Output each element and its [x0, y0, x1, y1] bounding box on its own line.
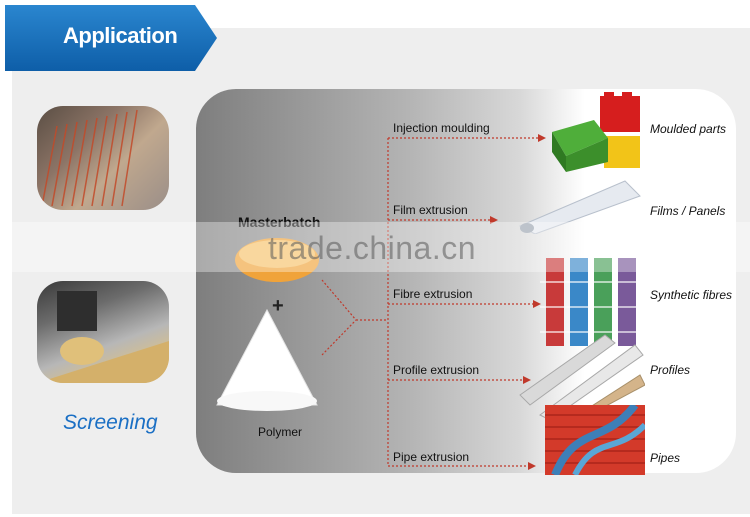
film-rolls-icon — [518, 180, 641, 234]
product-moulded-parts: Moulded parts — [650, 122, 727, 136]
extruder-strands-icon — [41, 109, 138, 207]
masterbatch-label: Masterbatch — [238, 214, 321, 230]
polymer-powder-icon — [216, 308, 318, 411]
pellets-icon — [37, 291, 169, 383]
fibre-spools-icon — [540, 258, 645, 346]
product-films-panels: Films / Panels — [650, 204, 726, 218]
product-pipes: Pipes — [650, 451, 681, 465]
process-pipe-extrusion: Pipe extrusion — [393, 450, 470, 464]
polymer-label: Polymer — [258, 425, 303, 439]
screening-caption: Screening — [63, 411, 158, 434]
masterbatch-pellets-icon — [235, 238, 319, 282]
header-banner: Application — [5, 5, 217, 71]
watermark-band — [0, 222, 750, 272]
process-profile-extrusion: Profile extrusion — [393, 363, 480, 377]
process-fibre-extrusion: Fibre extrusion — [393, 287, 473, 301]
lego-blocks-icon — [552, 92, 640, 172]
process-film-extrusion: Film extrusion — [393, 203, 468, 217]
plus-sign: + — [272, 295, 284, 317]
product-synthetic-fibres: Synthetic fibres — [650, 288, 733, 302]
pipes-icon — [545, 405, 645, 475]
extruder-photo — [37, 106, 169, 210]
product-profiles: Profiles — [650, 363, 691, 377]
watermark-text: trade.china.cn — [268, 230, 477, 266]
header-title: Application — [63, 23, 178, 48]
process-injection-moulding: Injection moulding — [393, 121, 490, 135]
pellet-screening-photo — [37, 281, 169, 383]
